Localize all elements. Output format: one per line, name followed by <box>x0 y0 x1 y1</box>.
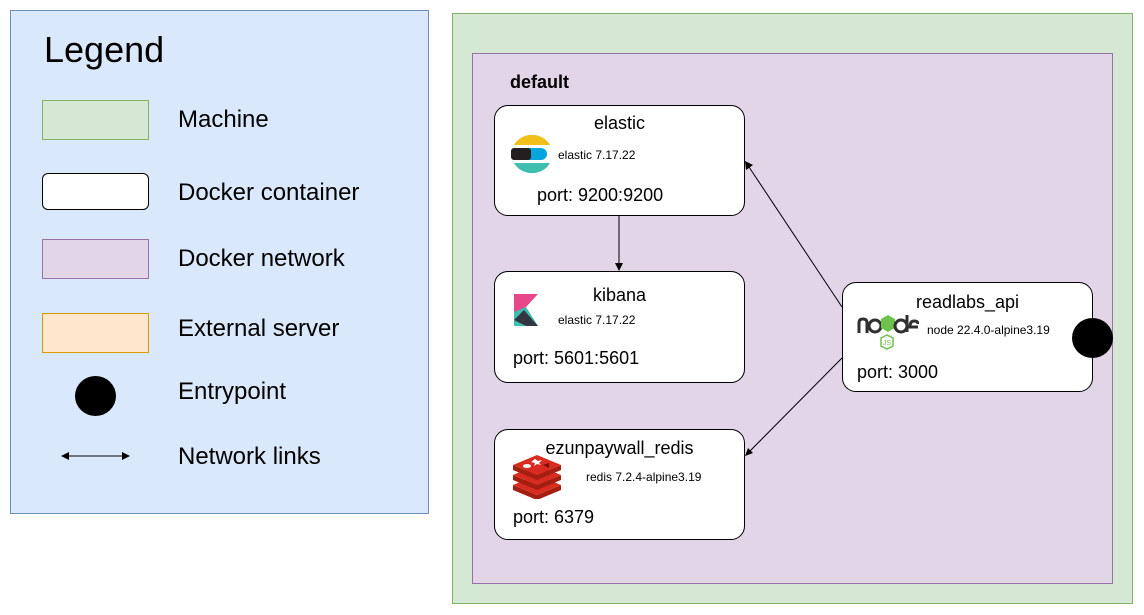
legend-title: Legend <box>44 29 165 70</box>
legend-label-entrypoint: Entrypoint <box>178 378 287 405</box>
legend-label-machine: Machine <box>178 106 269 133</box>
nodejs-icon: JS <box>857 315 919 350</box>
legend-swatch-entrypoint <box>75 376 116 416</box>
container-port: port: 3000 <box>857 362 939 382</box>
container-port: port: 5601:5601 <box>513 348 640 368</box>
container-name: ezunpaywall_redis <box>545 438 694 458</box>
container-image: elastic 7.17.22 <box>558 148 636 162</box>
legend-label-network-links: Network links <box>178 443 321 470</box>
container-port: port: 9200:9200 <box>537 185 664 205</box>
legend-swatch-machine <box>42 100 149 140</box>
legend-swatch-external-server <box>42 313 149 353</box>
legend-swatch-docker-container <box>42 173 149 210</box>
container-name: kibana <box>592 285 647 305</box>
network-name: default <box>510 72 570 92</box>
legend-label-docker-network: Docker network <box>178 245 345 272</box>
container-image: elastic 7.17.22 <box>558 313 636 327</box>
svg-text:JS: JS <box>883 340 892 347</box>
kibana-icon <box>514 294 538 326</box>
container-name: elastic <box>593 113 646 133</box>
container-elastic[interactable]: elastic elastic 7.17.22 port: 9200:9200 <box>494 105 745 216</box>
container-image: redis 7.2.4-alpine3.19 <box>586 470 702 484</box>
container-kibana[interactable]: kibana elastic 7.17.22 port: 5601:5601 <box>494 271 745 383</box>
readlabs-api-entrypoint[interactable] <box>1072 318 1113 358</box>
legend-swatch-docker-network <box>42 239 149 279</box>
container-redis[interactable]: ezunpaywall_redis redis 7.2.4-alpine3.19… <box>494 429 745 540</box>
container-name: readlabs_api <box>915 292 1020 312</box>
container-readlabs-api[interactable]: readlabs_api JS node 22.4.0-alpine3.19 p… <box>842 282 1093 392</box>
container-port: port: 6379 <box>513 507 595 527</box>
legend-label-docker-container: Docker container <box>178 179 360 206</box>
elasticsearch-icon <box>511 134 550 174</box>
redis-icon <box>513 455 561 499</box>
container-image: node 22.4.0-alpine3.19 <box>927 323 1050 337</box>
legend-label-external-server: External server <box>178 315 340 342</box>
